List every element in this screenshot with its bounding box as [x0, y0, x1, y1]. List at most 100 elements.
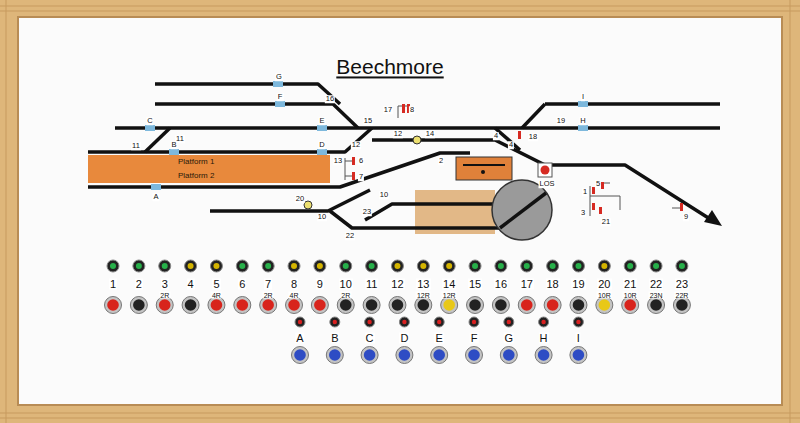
lever-interlock: 4R — [211, 292, 222, 299]
button-bezel — [208, 297, 225, 314]
lever-number: 16 — [494, 279, 508, 290]
push-button — [503, 349, 515, 361]
track-label: 10 — [317, 213, 327, 221]
track-label: 8 — [409, 106, 415, 114]
indicator-lamp — [366, 260, 378, 272]
los-signal — [541, 166, 550, 175]
platform-name: Platform 2 — [178, 172, 214, 180]
indicator-lamp — [330, 317, 340, 327]
track-label: 10 — [379, 191, 389, 199]
lamp-lens — [291, 263, 297, 269]
track-label: 18 — [528, 133, 538, 141]
lever-interlock: 12R — [442, 292, 457, 299]
track-label: B — [170, 141, 177, 149]
ground-frame-line — [463, 164, 505, 166]
indicator-lamp — [434, 317, 444, 327]
push-button — [237, 299, 249, 311]
track-label: F — [277, 93, 284, 101]
track-label: E — [318, 117, 325, 125]
turntable — [492, 180, 552, 240]
lever-interlock: 2R — [263, 292, 274, 299]
indicator-lamp — [650, 260, 662, 272]
push-button — [495, 299, 507, 311]
lever-number: 21 — [623, 279, 637, 290]
route-letter: H — [539, 333, 549, 344]
los-box — [538, 163, 552, 177]
track-label: LOS — [538, 180, 555, 188]
button-bezel — [105, 297, 122, 314]
track-label: 3 — [580, 209, 586, 217]
push-button — [107, 299, 119, 311]
button-bezel — [596, 297, 613, 314]
button-bezel — [337, 297, 354, 314]
platform-label-band: Platform 1 — [88, 155, 330, 169]
route-letter: A — [295, 333, 304, 344]
lever-number: 22 — [649, 279, 663, 290]
lamp-lens — [679, 263, 685, 269]
lever-interlock: 23N — [649, 292, 664, 299]
panel-title: Beechmore — [336, 55, 443, 78]
ground-frame-dot — [481, 170, 485, 174]
track-label: 1 — [582, 188, 588, 196]
lamp-lens — [333, 320, 337, 324]
button-bezel — [389, 297, 406, 314]
track-label: 2 — [438, 157, 444, 165]
push-button — [443, 299, 455, 311]
push-button — [392, 299, 404, 311]
lever-number: 18 — [545, 279, 559, 290]
route-letter: C — [365, 333, 375, 344]
button-bezel — [673, 297, 690, 314]
indicator-lamp — [469, 260, 481, 272]
push-button — [676, 299, 688, 311]
lamp-lens — [213, 263, 219, 269]
lever-number: 12 — [390, 279, 404, 290]
track-label: 17 — [383, 106, 393, 114]
indicator-lamp — [443, 260, 455, 272]
button-bezel — [570, 297, 587, 314]
indicator-lamp — [504, 317, 514, 327]
lever-interlock: 22R — [674, 292, 689, 299]
indicator-lamp — [314, 260, 326, 272]
track-label: 4 — [508, 141, 514, 149]
lever-interlock: 10R — [623, 292, 638, 299]
push-button — [159, 299, 171, 311]
indicator-lamp — [159, 260, 171, 272]
lever-number: 13 — [416, 279, 430, 290]
indicator-lamp — [521, 260, 533, 272]
push-button — [650, 299, 662, 311]
button-bezel — [260, 297, 277, 314]
indicator-lamp — [572, 260, 584, 272]
ground-signal — [413, 136, 421, 144]
button-bezel — [648, 297, 665, 314]
lever-number: 2 — [135, 279, 143, 290]
track-label: 23 — [362, 208, 372, 216]
track-label: 7 — [358, 173, 364, 181]
push-button — [262, 299, 274, 311]
lamp-lens — [653, 263, 659, 269]
turntable-track — [500, 193, 546, 228]
indicator-lamp — [676, 260, 688, 272]
button-bezel — [467, 297, 484, 314]
track-label: A — [152, 193, 159, 201]
push-button — [211, 299, 223, 311]
button-bezel — [466, 347, 483, 364]
lamp-lens — [541, 320, 545, 324]
button-bezel — [130, 297, 147, 314]
track-label: 6 — [358, 157, 364, 165]
push-button — [433, 349, 445, 361]
indicator-lamp — [288, 260, 300, 272]
lamp-lens — [369, 263, 375, 269]
lamp-lens — [317, 263, 323, 269]
lever-number: 1 — [109, 279, 117, 290]
button-bezel — [361, 347, 378, 364]
push-button — [573, 349, 585, 361]
route-letter: F — [470, 333, 479, 344]
ground-signal — [304, 201, 312, 209]
block-markers — [145, 81, 588, 190]
track-lines — [88, 84, 720, 228]
push-button — [366, 299, 378, 311]
indicator-lamp — [107, 260, 119, 272]
